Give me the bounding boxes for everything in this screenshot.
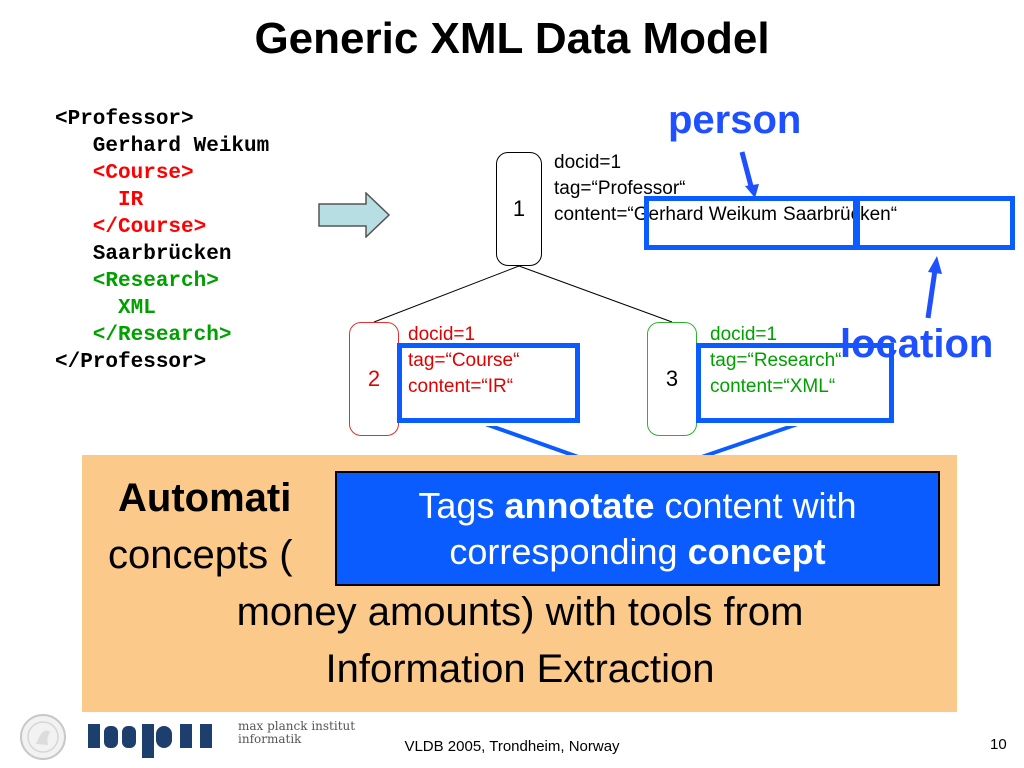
orange-line-3: money amounts) with tools from bbox=[236, 590, 804, 634]
tree-edge-1-3 bbox=[518, 265, 673, 323]
node-3-info: docid=1 tag=“Research“ content=“XML“ bbox=[710, 322, 841, 400]
node-tag: tag=“Course“ bbox=[408, 350, 520, 371]
orange-line-4: Information Extraction bbox=[325, 647, 715, 691]
xml-line: </Course> bbox=[55, 216, 207, 239]
person-arrow-line bbox=[739, 151, 755, 191]
node-1-info: docid=1 tag=“Professor“ content=“Gerhard… bbox=[554, 150, 897, 228]
xml-line: Saarbrücken bbox=[55, 243, 232, 266]
tree-edge-1-2 bbox=[373, 265, 520, 323]
node-tag: tag=“Research“ bbox=[710, 350, 842, 371]
xml-line: <Research> bbox=[55, 270, 219, 293]
xml-line: <Professor> bbox=[55, 108, 194, 131]
content-name: “Gerhard Weikum bbox=[627, 204, 778, 225]
callout-text: Tags bbox=[418, 485, 505, 526]
mpi-institute-name: max planck institut informatik bbox=[238, 720, 355, 746]
person-arrow-head bbox=[745, 184, 759, 198]
node-id: 2 bbox=[367, 366, 381, 391]
node-tag: tag=“Professor“ bbox=[554, 178, 686, 199]
footer-conference: VLDB 2005, Trondheim, Norway bbox=[404, 738, 620, 755]
mpi-text-line: max planck institut bbox=[238, 719, 356, 733]
xml-line: Gerhard Weikum bbox=[55, 135, 270, 158]
location-arrow-line bbox=[925, 269, 938, 319]
xml-line: </Professor> bbox=[55, 351, 207, 374]
orange-bold-word: Automati bbox=[118, 476, 292, 520]
callout-text: corresponding bbox=[449, 531, 688, 572]
node-docid: docid=1 bbox=[710, 324, 778, 345]
mpi-logo bbox=[20, 714, 212, 760]
xml-code-listing: <Professor> Gerhard Weikum <Course> IR <… bbox=[55, 106, 269, 376]
mpi-text-line: informatik bbox=[238, 732, 302, 746]
xml-line: XML bbox=[55, 297, 156, 320]
highlight-location-box bbox=[855, 196, 1015, 250]
orange-line-1: Automati bbox=[100, 470, 940, 527]
right-arrow-icon bbox=[318, 192, 390, 238]
mpi-wordmark-icon bbox=[88, 724, 212, 758]
node-docid: docid=1 bbox=[554, 152, 622, 173]
slide-title: Generic XML Data Model bbox=[254, 14, 770, 63]
callout-text: content with bbox=[654, 485, 857, 526]
xml-line: IR bbox=[55, 189, 144, 212]
highlight-course-box bbox=[397, 343, 580, 423]
content-prefix: content= bbox=[554, 204, 628, 225]
callout-line-2: corresponding concept bbox=[337, 529, 938, 575]
node-id: 3 bbox=[665, 366, 679, 391]
node-docid: docid=1 bbox=[408, 324, 476, 345]
orange-box-text: Automati concepts ( money amounts) with … bbox=[100, 470, 940, 698]
node-content: content=“XML“ bbox=[710, 376, 836, 397]
tree-node-2: 2 bbox=[349, 322, 399, 436]
highlight-research-box bbox=[696, 343, 894, 423]
node-content: content=“IR“ bbox=[408, 376, 514, 397]
callout-bold-text: concept bbox=[687, 531, 826, 572]
callout-line-1: Tags annotate content with bbox=[337, 483, 938, 529]
minerva-seal-icon bbox=[20, 714, 66, 760]
page-number: 10 bbox=[990, 736, 1007, 753]
content-place: Saarbrücken“ bbox=[783, 204, 898, 225]
location-label: location bbox=[840, 322, 994, 366]
orange-line-2: concepts ( bbox=[108, 533, 293, 577]
tree-node-3: 3 bbox=[647, 322, 697, 436]
xml-line: <Course> bbox=[55, 162, 194, 185]
node-id: 1 bbox=[512, 196, 526, 221]
xml-line: </Research> bbox=[55, 324, 232, 347]
tree-node-1: 1 bbox=[496, 152, 542, 266]
callout-bold-text: annotate bbox=[504, 485, 655, 526]
highlight-person-box bbox=[644, 196, 858, 250]
node-2-info: docid=1 tag=“Course“ content=“IR“ bbox=[408, 322, 519, 400]
tags-annotate-callout: Tags annotate content with corresponding… bbox=[335, 471, 940, 586]
location-arrow-head bbox=[928, 256, 942, 274]
person-label: person bbox=[668, 98, 802, 142]
